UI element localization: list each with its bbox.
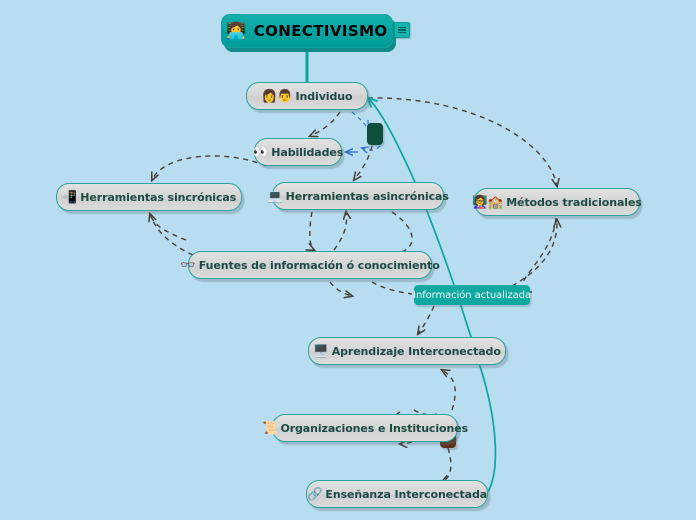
collapsed-node-individuo[interactable]	[367, 123, 383, 145]
node-metodos-tradicionales[interactable]: 👩‍🏫🏫 Métodos tradicionales	[472, 188, 642, 216]
root-node[interactable]: 👩‍💻 CONECTIVISMO	[221, 14, 393, 48]
node-organizaciones-instituciones-label: Organizaciones e Instituciones	[280, 421, 469, 435]
node-individuo-label: Individuo	[295, 89, 353, 103]
node-ensenanza-interconectada[interactable]: 🔗 Enseñanza Interconectada	[306, 480, 488, 508]
node-individuo[interactable]: 👩👨 Individuo	[246, 82, 368, 110]
node-ensenanza-interconectada-label: Enseñanza Interconectada	[325, 487, 488, 501]
node-fuentes-informacion[interactable]: 👓 Fuentes de información ó conocimiento	[180, 251, 440, 279]
node-habilidades-label: Habilidades	[271, 145, 344, 159]
node-herramientas-sincronicas[interactable]: 📲 Herramientas sincrónicas	[56, 183, 242, 211]
node-habilidades[interactable]: 👀 Habilidades	[252, 138, 344, 166]
node-fuentes-informacion-label: Fuentes de información ó conocimiento	[198, 258, 440, 272]
node-aprendizaje-interconectado-label: Aprendizaje Interconectado	[331, 344, 501, 358]
node-herramientas-sincronicas-label: Herramientas sincrónicas	[80, 190, 237, 204]
laptop-emoji: 💻	[267, 187, 283, 203]
node-herramientas-asincronicas[interactable]: 💻 Herramientas asincrónicas	[267, 182, 449, 210]
root-node-label: CONECTIVISMO	[253, 22, 388, 40]
glasses-emoji: 👓	[180, 256, 196, 272]
node-aprendizaje-interconectado[interactable]: 🖥️ Aprendizaje Interconectado	[308, 337, 506, 365]
callout-informacion-actualizada-label: Información actualizada	[413, 289, 531, 301]
node-metodos-tradicionales-label: Métodos tradicionales	[506, 195, 642, 209]
link-emoji: 🔗	[306, 485, 323, 501]
mobile-phone-with-arrow-emoji: 📲	[61, 188, 78, 204]
note-lines-icon[interactable]	[394, 22, 410, 38]
desktop-computer-emoji: 🖥️	[313, 342, 329, 358]
callout-informacion-actualizada[interactable]: Información actualizada	[413, 285, 531, 305]
scroll-emoji: 📜	[261, 419, 278, 435]
eyes-emoji: 👀	[252, 143, 269, 159]
woman-technologist-emoji: 👩‍💻	[226, 21, 247, 40]
node-herramientas-asincronicas-label: Herramientas asincrónicas	[285, 189, 449, 203]
node-organizaciones-instituciones[interactable]: 📜 Organizaciones e Instituciones	[262, 414, 468, 442]
woman-man-emoji: 👩👨	[261, 87, 293, 103]
teacher-school-emoji: 👩‍🏫🏫	[472, 193, 504, 209]
